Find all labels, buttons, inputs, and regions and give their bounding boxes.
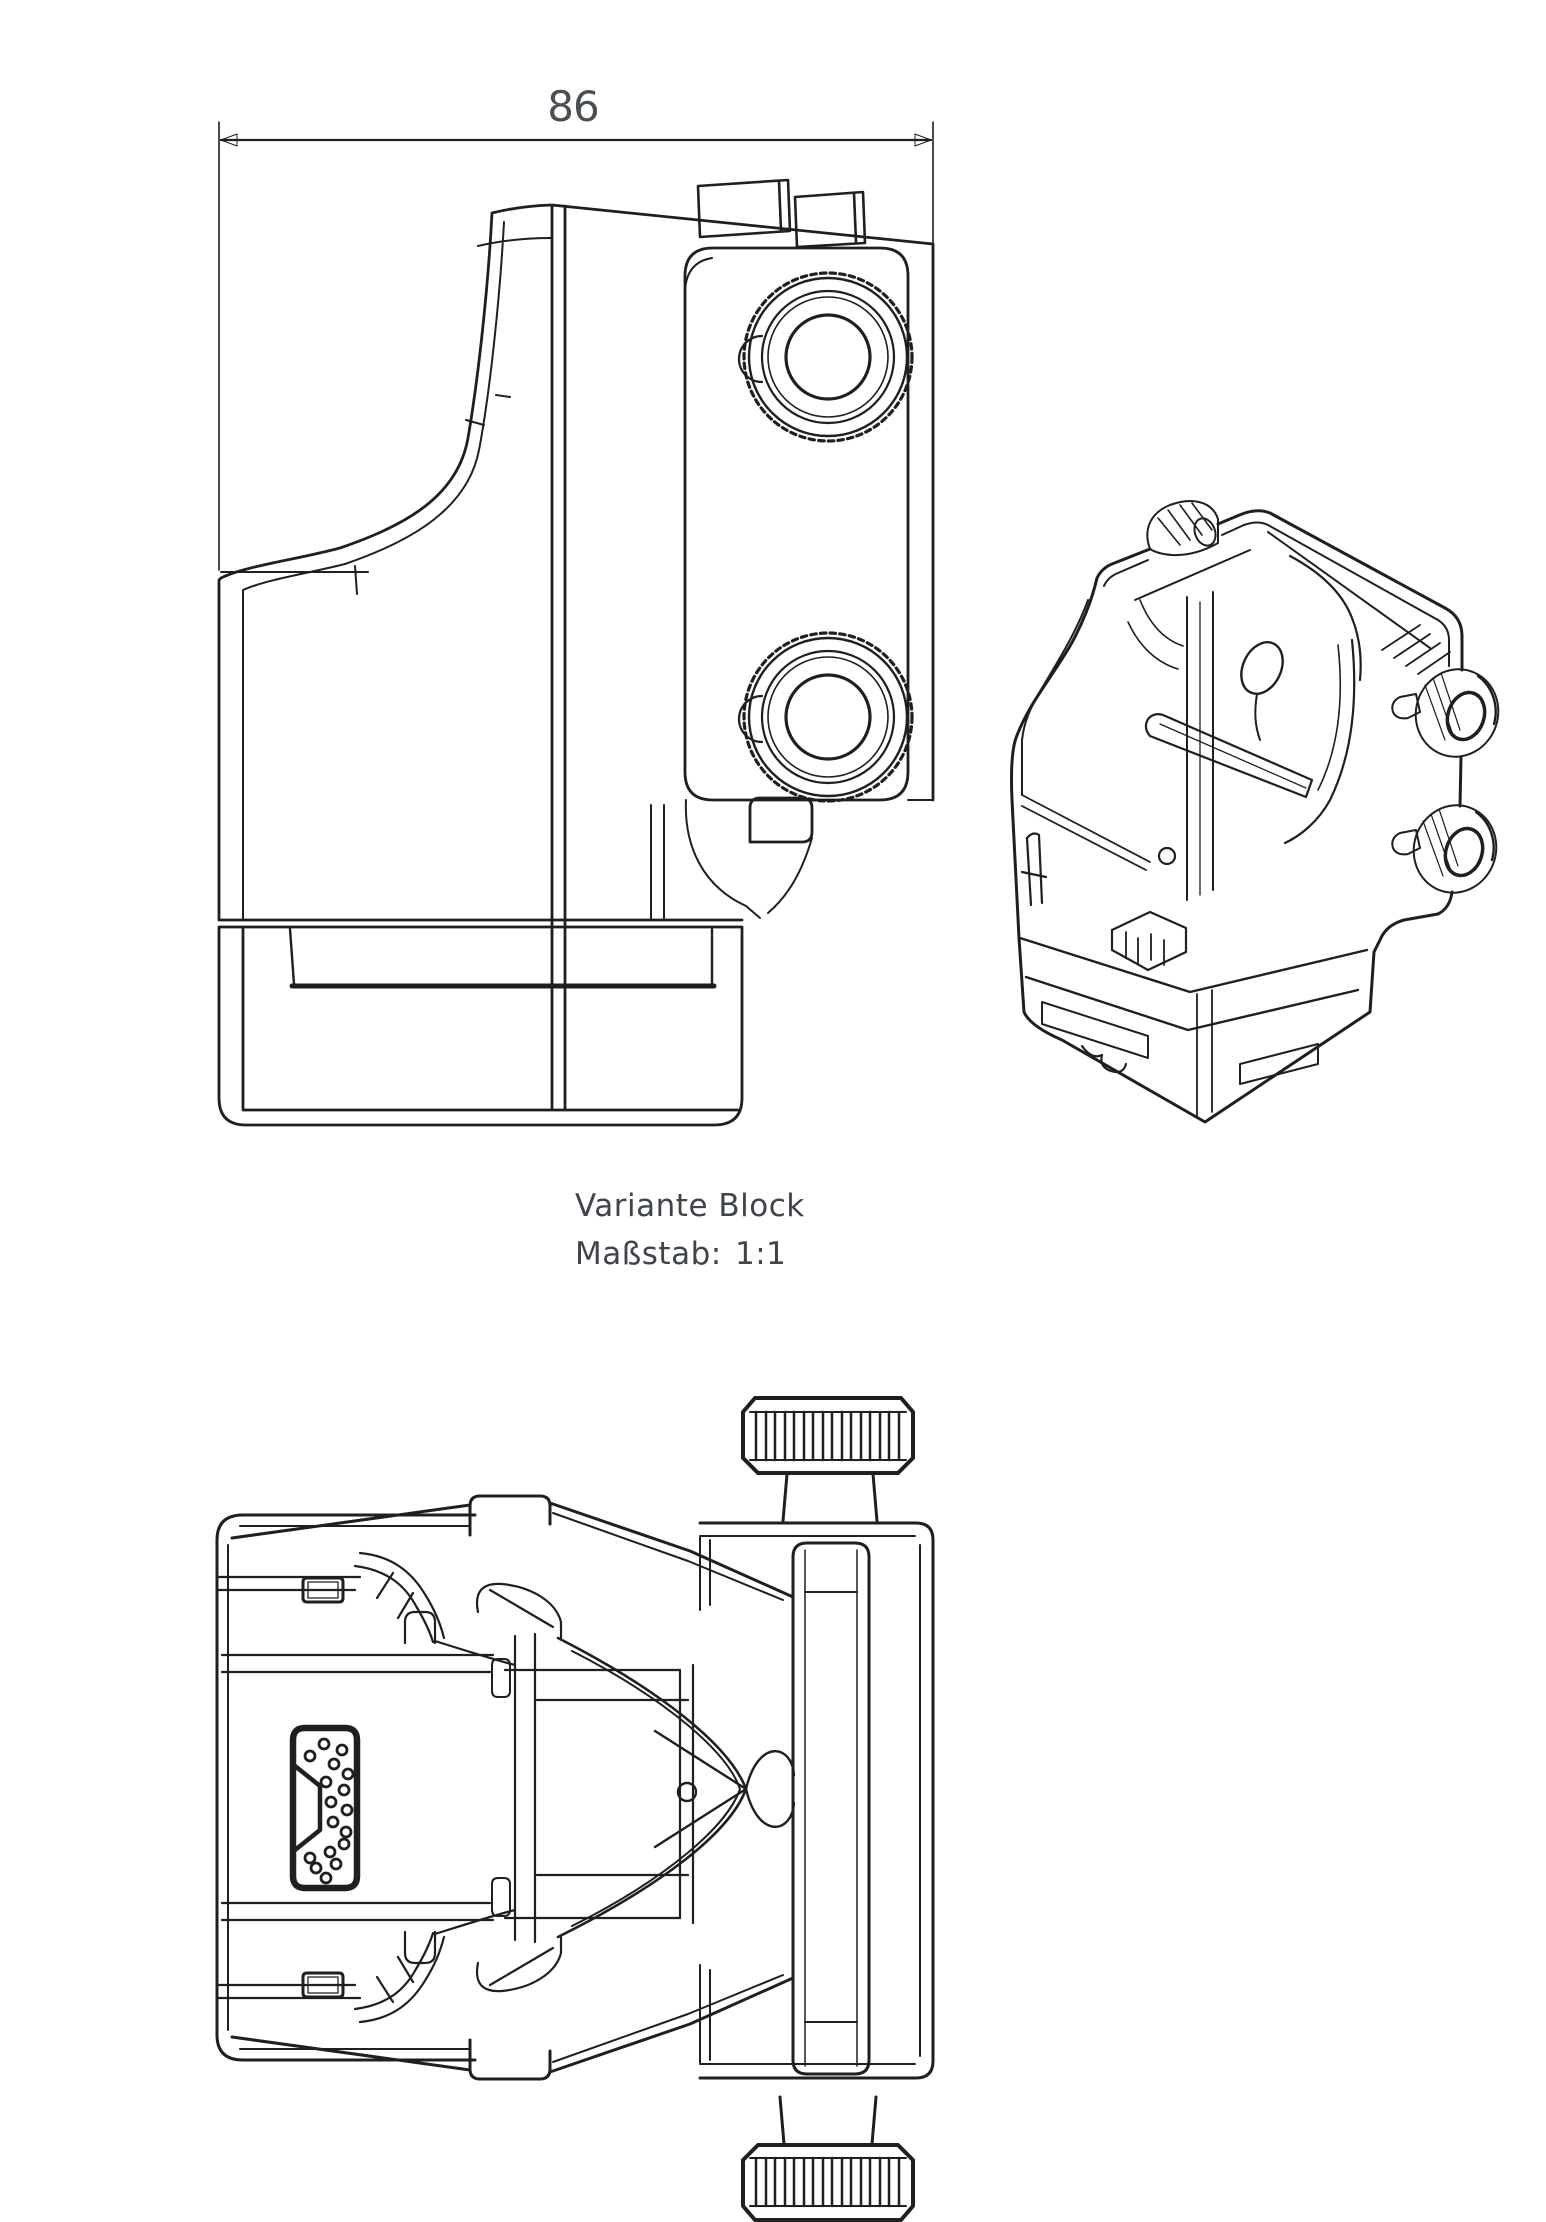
note-line2-value: 1:1 [735, 1236, 786, 1272]
knob-body [1146, 500, 1219, 557]
side-top-tabs [696, 178, 867, 249]
iso-ring-tabs [1391, 693, 1421, 856]
note-line2-label: Maßstab: [575, 1236, 722, 1272]
iso-keyhole [1240, 641, 1284, 695]
bottom-claws-top [215, 1551, 563, 1645]
knob-hatch [1157, 502, 1213, 546]
bottom-tab-bottom [301, 1971, 345, 1999]
bottom-knob-bottom [741, 2095, 915, 2222]
bottom-body-inner [227, 1512, 784, 2063]
knurl-teeth-ring [742, 271, 914, 443]
iso-inner-curved-light [1127, 599, 1342, 791]
ring-hatch [1424, 672, 1461, 741]
connector-outline [289, 1724, 361, 1892]
iso-knurled-ring-top [1414, 668, 1500, 758]
side-base-recess [288, 927, 714, 986]
side-view: 86 [217, 82, 935, 1127]
knob-cap-edges [749, 2157, 907, 2207]
ring-body [1412, 804, 1498, 894]
knob-post [1193, 517, 1217, 547]
bottom-yoke-inner [571, 1650, 741, 1927]
iso-inner-curved-walls [1283, 554, 1362, 845]
bottom-bracket-ticks [804, 1591, 858, 2023]
iso-pin-block-pins [1125, 931, 1165, 966]
knurl-bore [784, 673, 872, 761]
iso-base-front-edges [1196, 989, 1213, 1119]
bottom-connector-socket [289, 1724, 361, 1892]
ring-highlight [1476, 674, 1497, 726]
knurl-boss-arc [737, 334, 764, 384]
iso-cover-rims [1103, 521, 1450, 667]
knob-knurl-stripes [754, 1410, 901, 1462]
iso-base-notch [1080, 1044, 1128, 1074]
iso-pin-block [1110, 910, 1188, 972]
knob-cap-outline [741, 2143, 915, 2222]
bottom-tab-top [301, 1576, 345, 1604]
side-head-block [683, 246, 910, 802]
bottom-knob-top [741, 1396, 915, 1523]
iso-floor-hole [1157, 846, 1177, 866]
knurl-mid-ring [760, 649, 896, 785]
iso-lever-post [1020, 832, 1048, 907]
iso-base-slots [1041, 1001, 1319, 1085]
bottom-yoke-outer [556, 1636, 748, 1939]
bottom-view [215, 1396, 935, 2222]
bottom-yoke-v [653, 1729, 796, 1849]
dimension-86: 86 [218, 82, 934, 571]
ring-body [1414, 668, 1500, 758]
knurl-mid-ring2 [767, 656, 889, 778]
bottom-claws-bottom [215, 1930, 563, 2024]
knob-cap-edges [749, 1411, 907, 1461]
dimension-arrow-right [914, 133, 932, 147]
isometric-view [1010, 500, 1500, 1124]
bottom-tab-top-inner [307, 1581, 339, 1599]
knurl-outer-ring [747, 276, 909, 438]
bottom-tab-bottom-inner [307, 1976, 339, 1994]
knurl-mid-ring [760, 289, 896, 425]
ring-highlight [1474, 810, 1495, 862]
dimension-extension-lines [218, 121, 934, 571]
bottom-bracket-column-lines [804, 1549, 858, 2067]
side-inner-lines [220, 221, 934, 921]
knurl-boss-arc [737, 694, 764, 744]
iso-center-columns [1186, 591, 1214, 901]
connector-pins [303, 1737, 355, 1885]
iso-plate-ribs [1381, 624, 1451, 675]
iso-knurled-ring-bottom [1412, 804, 1498, 894]
bottom-body-outline [215, 1494, 795, 2081]
ring-hole [1445, 690, 1487, 742]
iso-clamp-bar-inner [1159, 723, 1307, 789]
iso-keyhole-stem [1254, 693, 1261, 741]
iso-floor-seams [1021, 794, 1151, 871]
iso-silhouette [1010, 509, 1464, 1124]
iso-inner-left-wall [1021, 599, 1089, 796]
knob-neck [778, 2095, 878, 2146]
side-knurled-connector-bottom [737, 631, 914, 803]
knob-neck [781, 1472, 879, 1523]
knurl-teeth-ring [742, 631, 914, 803]
bottom-bracket-outline [698, 1521, 935, 2080]
knurl-outer-ring [747, 636, 909, 798]
iso-knurled-knob-top [1146, 500, 1219, 557]
dimension-arrow-left [220, 133, 238, 147]
ring-hatch [1422, 808, 1459, 877]
dimension-value: 86 [547, 82, 598, 131]
ring-hole [1443, 826, 1485, 878]
iso-base-top-band [1018, 936, 1369, 1032]
side-body-outline [217, 203, 935, 1127]
iso-clamp-bar [1144, 713, 1314, 799]
bottom-wall-tabs [491, 1658, 511, 1917]
note-line1: Variante Block [575, 1188, 805, 1224]
view-note: Variante Block Maßstab: 1:1 [575, 1188, 805, 1272]
side-foot-tab [748, 796, 814, 844]
knurl-bore [784, 313, 872, 401]
knurl-mid-ring2 [767, 296, 889, 418]
bottom-small-hole [676, 1781, 698, 1803]
knob-cap-outline [741, 1396, 915, 1475]
knob-knurl-stripes [754, 2156, 901, 2208]
bottom-bracket-inner [699, 1535, 921, 2065]
connector-notch [292, 1763, 323, 1853]
side-knurled-connector-top [737, 271, 914, 443]
